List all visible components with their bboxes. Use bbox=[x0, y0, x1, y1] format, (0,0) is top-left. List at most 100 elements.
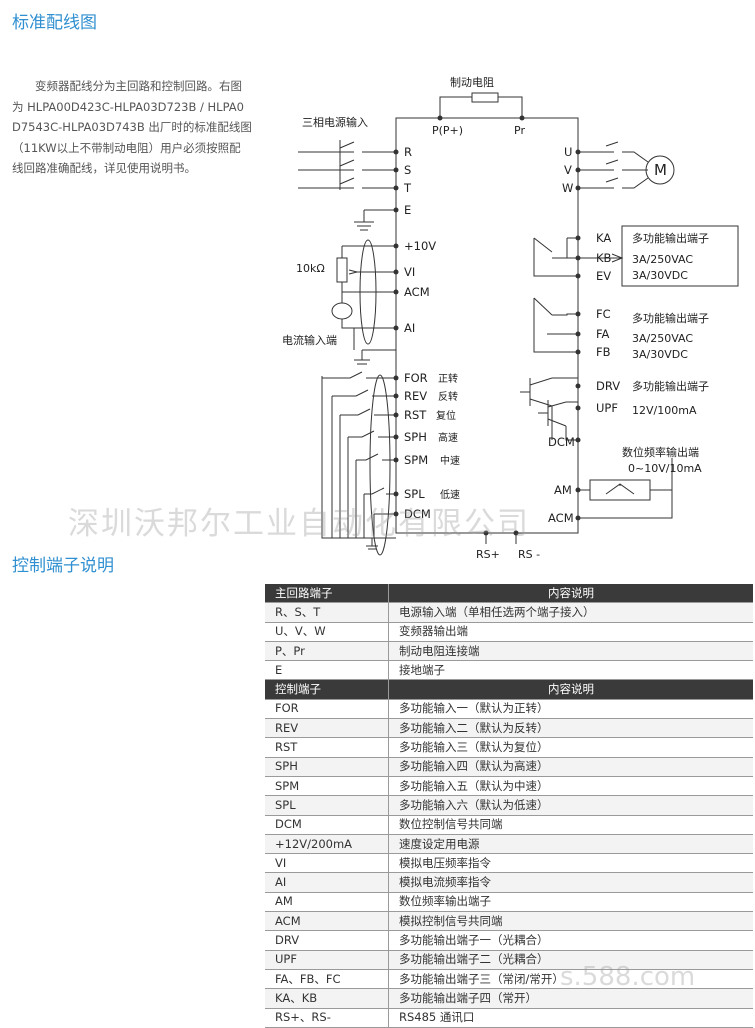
motor-label: M bbox=[654, 161, 667, 179]
terminal-desc-cell: 接地端子 bbox=[388, 660, 753, 681]
terminal-label: EV bbox=[596, 269, 611, 283]
terminal-name-cell: UPF bbox=[265, 950, 389, 970]
terminal-desc-cell: 内容说明 bbox=[388, 584, 753, 604]
relay2-rating: 3A/250VAC bbox=[632, 332, 693, 345]
terminal-name-cell: E bbox=[265, 660, 389, 681]
relay1-rating: 3A/250VAC bbox=[632, 253, 693, 266]
terminal-name-cell: FOR bbox=[265, 699, 389, 720]
terminal-function: 正转 bbox=[438, 372, 458, 385]
terminal-label: SPM bbox=[404, 453, 428, 467]
terminal-label: KA bbox=[596, 231, 611, 245]
terminal-desc-cell: RS485 通讯口 bbox=[388, 1008, 753, 1028]
pr-terminal-label: Pr bbox=[514, 124, 525, 137]
terminal-name-cell: REV bbox=[265, 718, 389, 739]
table-header-row: 主回路端子内容说明 bbox=[265, 584, 753, 604]
terminal-label: R bbox=[404, 145, 412, 159]
terminal-label: AM bbox=[554, 483, 572, 497]
three-phase-input-label: 三相电源输入 bbox=[302, 115, 368, 129]
terminal-label: FOR bbox=[404, 371, 428, 385]
relay2-label: 多功能输出端子 bbox=[632, 311, 709, 325]
terminal-label: DCM bbox=[548, 435, 575, 449]
terminal-label: T bbox=[403, 181, 412, 195]
relay1-label: 多功能输出端子 bbox=[632, 231, 709, 245]
terminal-label: FC bbox=[596, 307, 611, 321]
terminal-name-cell: P、Pr bbox=[265, 641, 389, 662]
terminal-label: E bbox=[404, 203, 411, 217]
freq-output-range: 0~10V/10mA bbox=[628, 462, 702, 475]
terminal-label: SPH bbox=[404, 430, 427, 444]
terminal-desc-cell: 制动电阻连接端 bbox=[388, 641, 753, 662]
terminal-name-cell: DCM bbox=[265, 815, 389, 835]
terminal-name-cell: KA、KB bbox=[265, 988, 389, 1009]
p-terminal-label: P(P+) bbox=[432, 124, 463, 137]
relay1-rating: 3A/30VDC bbox=[632, 269, 688, 282]
terminal-name-cell: SPL bbox=[265, 795, 389, 816]
terminal-label: RST bbox=[404, 408, 427, 422]
terminal-name-cell: AM bbox=[265, 892, 389, 913]
terminal-label: AI bbox=[404, 321, 415, 335]
terminal-label: FB bbox=[596, 345, 611, 359]
terminal-function: 反转 bbox=[438, 390, 458, 403]
terminal-label: U bbox=[564, 145, 572, 159]
terminal-desc-cell: 模拟电压频率指令 bbox=[388, 853, 753, 874]
terminal-name-cell: U、V、W bbox=[265, 622, 389, 642]
terminal-desc-cell: 速度设定用电源 bbox=[388, 834, 753, 855]
terminal-desc-cell: 多功能输入四（默认为高速） bbox=[388, 757, 753, 777]
terminal-label: DRV bbox=[596, 379, 620, 393]
relay2-rating: 3A/30VDC bbox=[632, 348, 688, 361]
terminal-label: ACM bbox=[404, 285, 430, 299]
terminal-desc-cell: 数位控制信号共同端 bbox=[388, 815, 753, 835]
brake-resistor-symbol bbox=[471, 92, 499, 103]
terminal-name-cell: RST bbox=[265, 737, 389, 758]
terminal-label: +10V bbox=[404, 239, 436, 253]
terminal-label: W bbox=[562, 181, 573, 195]
terminal-desc-cell: 多功能输入一（默认为正转） bbox=[388, 699, 753, 720]
terminal-desc-cell: 变频器输出端 bbox=[388, 622, 753, 642]
terminal-label: UPF bbox=[596, 401, 618, 415]
table-header-row: 控制端子内容说明 bbox=[265, 679, 753, 700]
terminal-desc-cell: 多功能输出端子四（常开） bbox=[388, 988, 753, 1009]
terminal-name-cell: FA、FB、FC bbox=[265, 969, 389, 990]
terminal-function: 高速 bbox=[438, 431, 458, 444]
terminal-name-cell: 主回路端子 bbox=[265, 584, 389, 604]
terminal-desc-cell: 多功能输入五（默认为中速） bbox=[388, 776, 753, 797]
terminal-label: VI bbox=[404, 265, 415, 279]
terminal-label: V bbox=[564, 163, 572, 177]
current-source-symbol bbox=[331, 302, 353, 320]
inverter-box bbox=[395, 117, 579, 534]
terminal-desc-cell: 电源输入端（单相任选两个端子接入） bbox=[388, 602, 753, 623]
terminal-label: ACM bbox=[548, 511, 574, 525]
terminal-desc-cell: 数位频率输出端子 bbox=[388, 892, 753, 913]
current-input-label: 电流输入端 bbox=[282, 333, 337, 347]
potentiometer-symbol bbox=[336, 257, 348, 283]
terminal-function: 低速 bbox=[440, 488, 460, 501]
terminal-desc-cell: 模拟电流频率指令 bbox=[388, 872, 753, 893]
terminal-function: 中速 bbox=[440, 454, 460, 467]
oc-output-rating: 12V/100mA bbox=[632, 404, 697, 417]
rs485-plus-label: RS+ bbox=[476, 548, 500, 560]
terminal-name-cell: 控制端子 bbox=[265, 679, 389, 700]
terminal-desc-cell: 多功能输出端子三（常闭/常开） bbox=[388, 969, 753, 990]
terminal-name-cell: ACM bbox=[265, 911, 389, 932]
oc-output-label: 多功能输出端子 bbox=[632, 379, 709, 393]
terminal-label: FA bbox=[596, 327, 610, 341]
terminal-name-cell: R、S、T bbox=[265, 602, 389, 623]
wiring-title: 标准配线图 bbox=[12, 13, 97, 33]
terminal-desc-cell: 多功能输入二（默认为反转） bbox=[388, 718, 753, 739]
